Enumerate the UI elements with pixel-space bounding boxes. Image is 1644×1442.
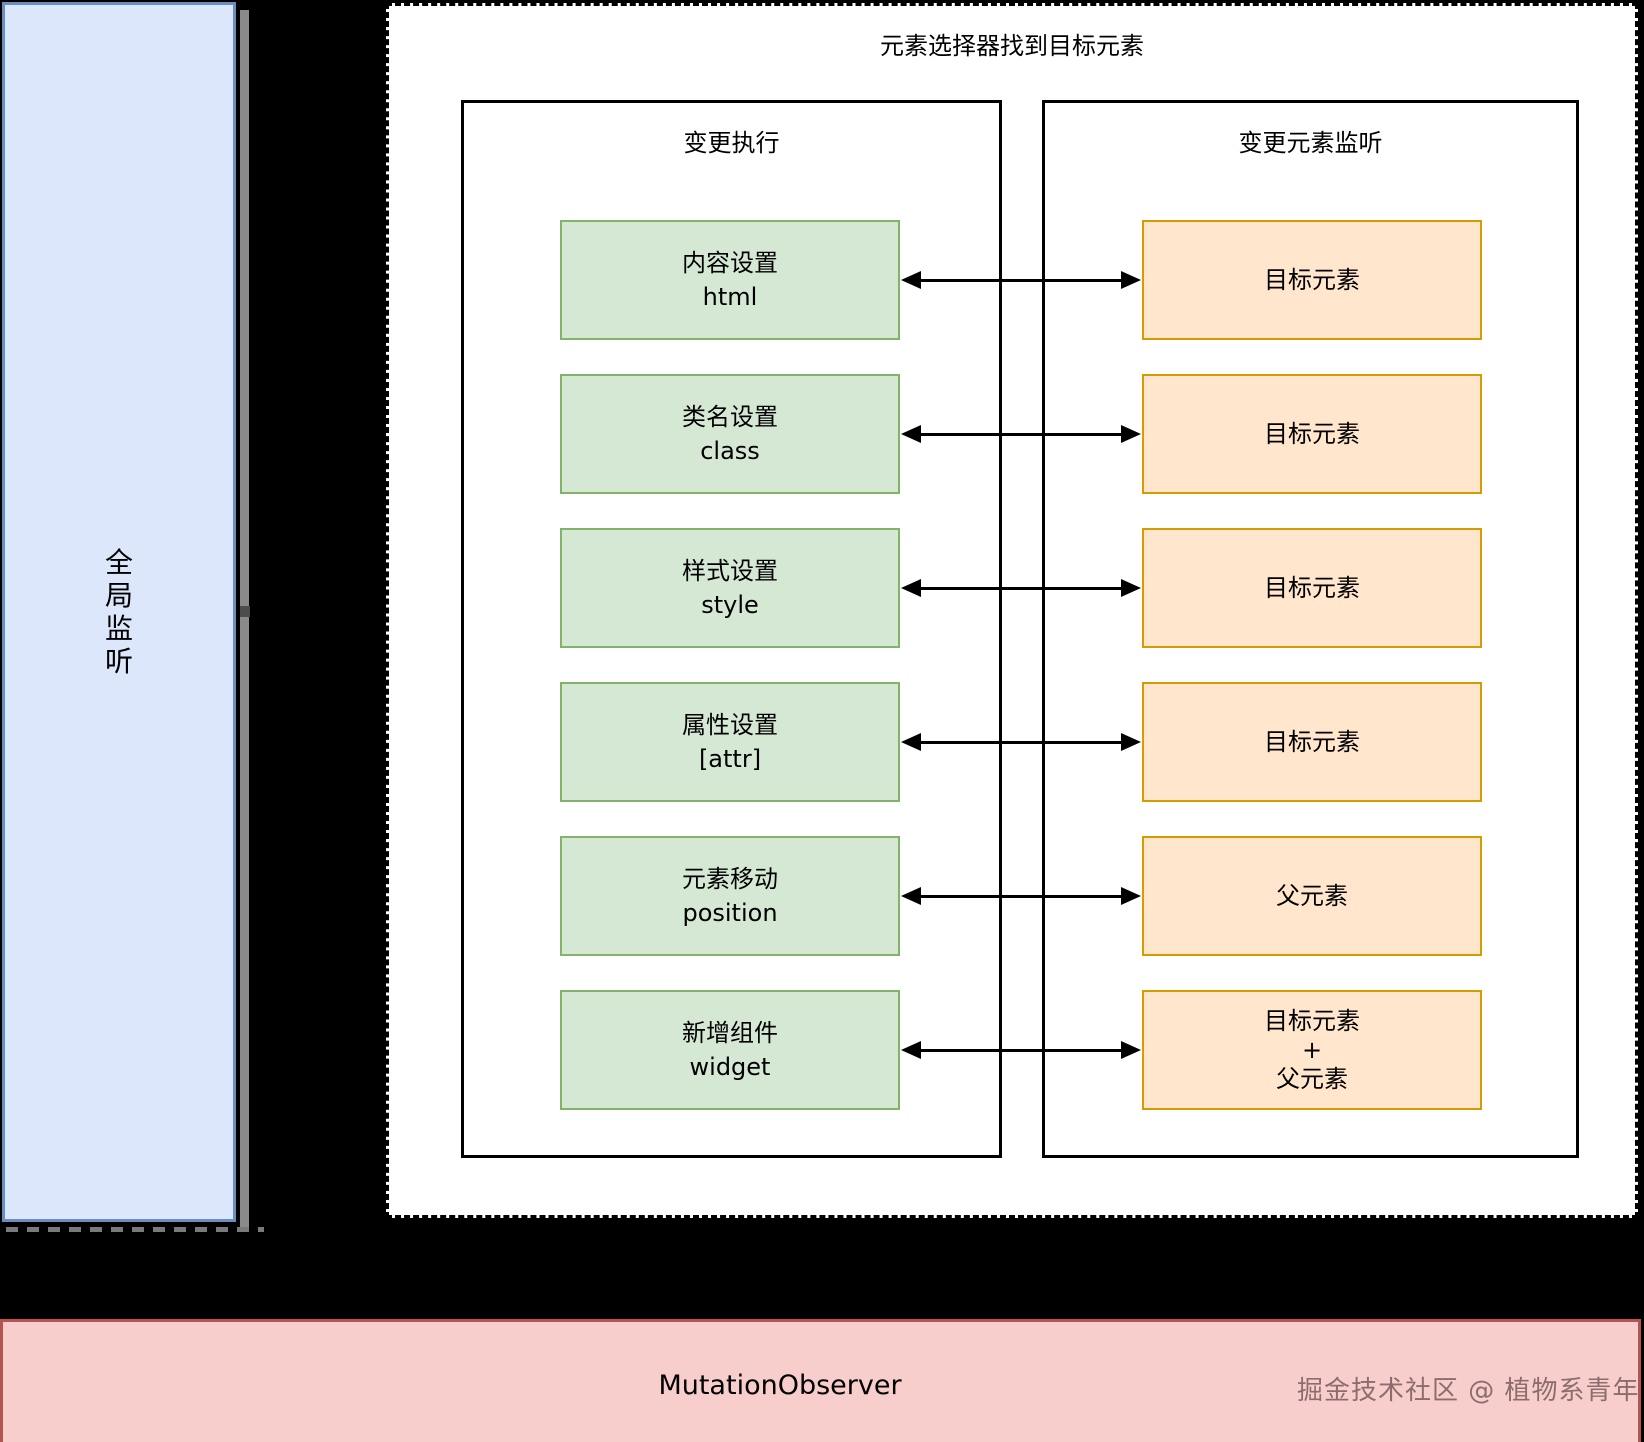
arrow-shaft	[913, 741, 1129, 744]
node-line: 目标元素	[1264, 1006, 1360, 1035]
mutation-observer-banner	[0, 1319, 1641, 1442]
exec-node-class: 类名设置 class	[560, 374, 900, 494]
global-listen-char: 听	[104, 645, 133, 678]
arrowhead-right-icon	[1121, 733, 1141, 751]
listen-node-parent: 父元素	[1142, 836, 1482, 956]
watermark-text: 掘金技术社区 @ 植物系青年	[1297, 1376, 1640, 1406]
bidirectional-arrow	[901, 270, 1141, 290]
bidirectional-arrow	[901, 886, 1141, 906]
bidirectional-arrow	[901, 424, 1141, 444]
arrowhead-left-icon	[901, 887, 921, 905]
node-line: +	[1301, 1035, 1323, 1064]
selector-container-title: 元素选择器找到目标元素	[880, 32, 1144, 60]
arrowhead-left-icon	[901, 579, 921, 597]
listen-node-target: 目标元素	[1142, 682, 1482, 802]
panel-shadow	[240, 10, 249, 1232]
arrowhead-left-icon	[901, 1041, 921, 1059]
node-line: 类名设置	[682, 403, 778, 431]
node-line: 内容设置	[682, 249, 778, 277]
node-line: 父元素	[1276, 881, 1348, 910]
arrow-shaft	[913, 895, 1129, 898]
node-line: style	[701, 591, 759, 619]
listen-node-target-plus-parent: 目标元素 + 父元素	[1142, 990, 1482, 1110]
bidirectional-arrow	[901, 732, 1141, 752]
bidirectional-arrow	[901, 578, 1141, 598]
global-listen-char: 监	[104, 612, 133, 645]
node-line: [attr]	[698, 745, 762, 773]
node-line: widget	[689, 1053, 771, 1081]
exec-node-attr: 属性设置 [attr]	[560, 682, 900, 802]
node-line: html	[702, 283, 758, 311]
listen-node-target: 目标元素	[1142, 220, 1482, 340]
change-listen-title: 变更元素监听	[1238, 129, 1383, 157]
arrowhead-left-icon	[901, 271, 921, 289]
global-listen-label: 全 局 监 听	[105, 546, 133, 678]
node-line: 属性设置	[682, 711, 778, 739]
arrow-shaft	[913, 433, 1129, 436]
exec-node-style: 样式设置 style	[560, 528, 900, 648]
connector-stub	[240, 606, 250, 617]
global-listen-char: 全	[104, 546, 133, 579]
arrowhead-left-icon	[901, 425, 921, 443]
node-line: 目标元素	[1264, 265, 1360, 294]
arrowhead-right-icon	[1121, 1041, 1141, 1059]
node-line: 样式设置	[682, 557, 778, 585]
node-line: 目标元素	[1264, 727, 1360, 756]
node-line: 目标元素	[1264, 573, 1360, 602]
listen-node-target: 目标元素	[1142, 374, 1482, 494]
arrow-shaft	[913, 587, 1129, 590]
node-line: class	[700, 437, 760, 465]
arrow-shaft	[913, 279, 1129, 282]
arrowhead-left-icon	[901, 733, 921, 751]
hidden-dashed-border	[6, 1227, 264, 1232]
arrowhead-right-icon	[1121, 425, 1141, 443]
change-exec-title: 变更执行	[683, 129, 780, 157]
exec-node-widget: 新增组件 widget	[560, 990, 900, 1110]
exec-node-html: 内容设置 html	[560, 220, 900, 340]
listen-node-target: 目标元素	[1142, 528, 1482, 648]
bidirectional-arrow	[901, 1040, 1141, 1060]
mutation-observer-label: MutationObserver	[658, 1370, 902, 1401]
arrowhead-right-icon	[1121, 271, 1141, 289]
exec-node-position: 元素移动 position	[560, 836, 900, 956]
node-line: 元素移动	[682, 865, 778, 893]
arrowhead-right-icon	[1121, 887, 1141, 905]
node-line: 目标元素	[1264, 419, 1360, 448]
arrow-shaft	[913, 1049, 1129, 1052]
node-line: position	[682, 899, 778, 927]
global-listen-char: 局	[104, 579, 133, 612]
arrowhead-right-icon	[1121, 579, 1141, 597]
node-line: 父元素	[1276, 1064, 1348, 1093]
global-listen-panel: 全 局 监 听	[2, 2, 236, 1222]
node-line: 新增组件	[682, 1019, 778, 1047]
